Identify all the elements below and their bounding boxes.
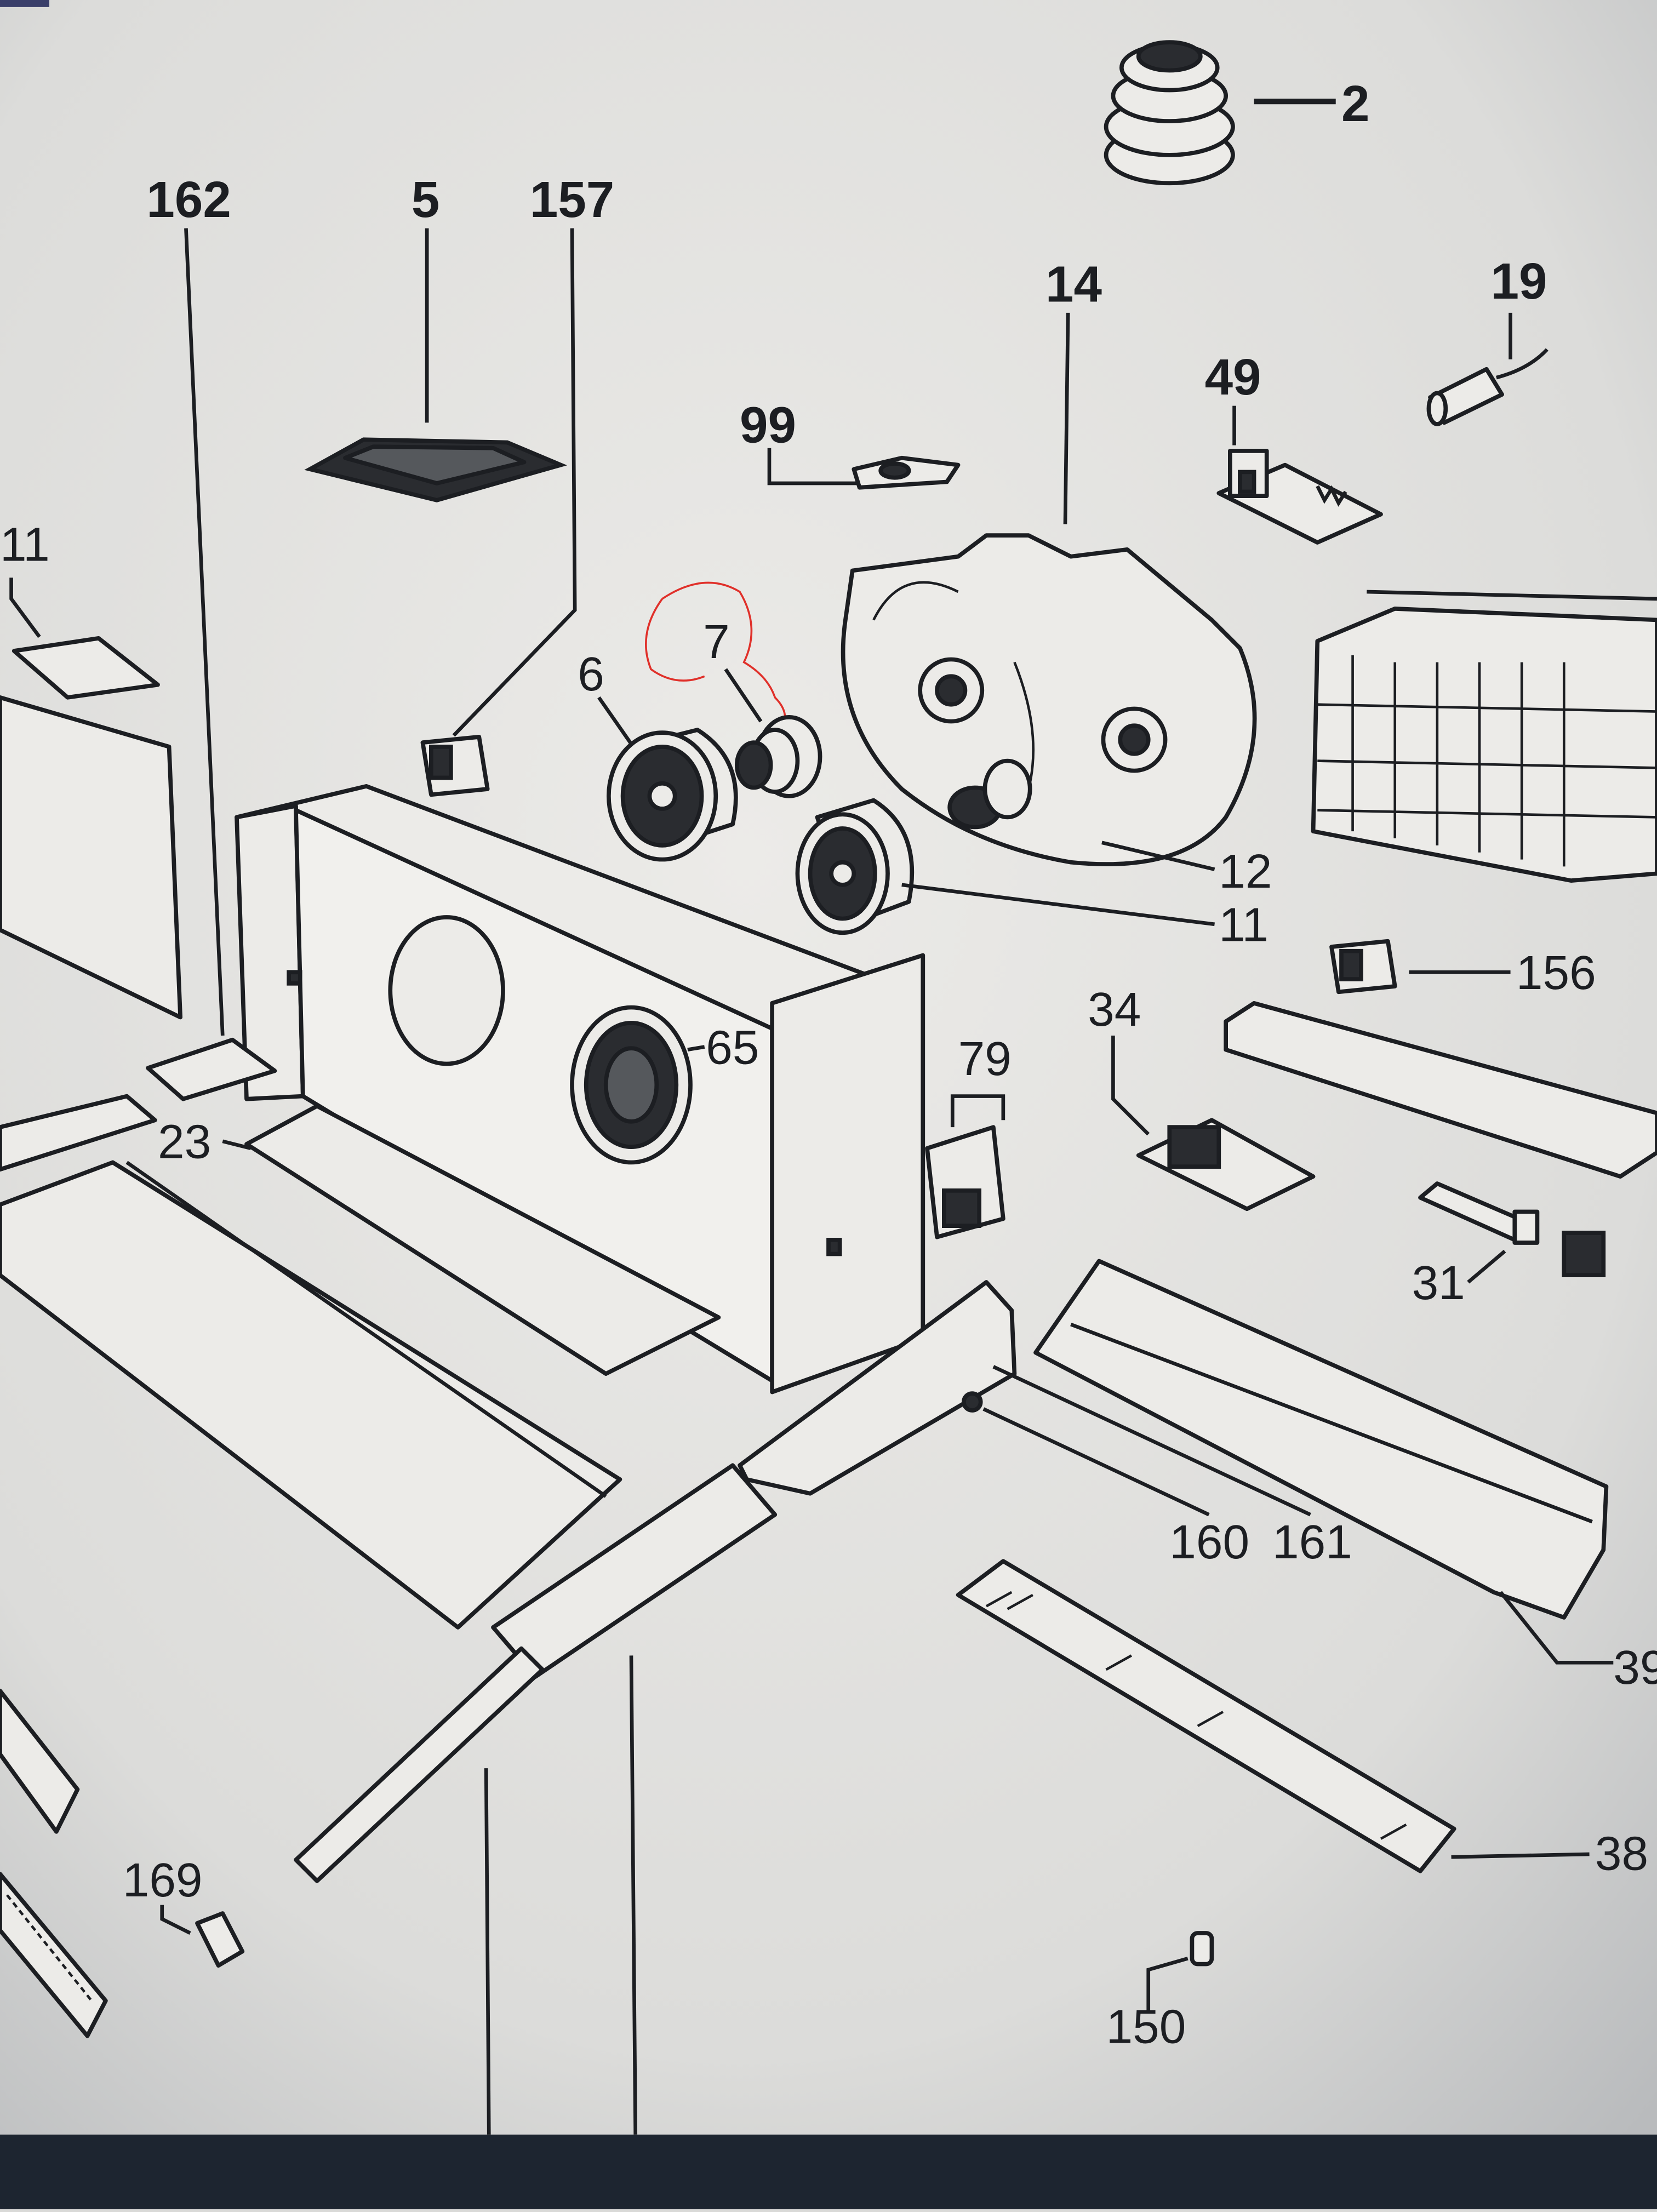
- label-160: 160: [1169, 1515, 1249, 1569]
- part-23-bottom-plate: [146, 1037, 721, 1376]
- part-11-left-plate: [0, 636, 182, 1020]
- part-7-motor-coupling: [735, 715, 822, 798]
- main-frame-panel: [235, 784, 925, 1394]
- part-6-blower-wheel: [607, 728, 738, 862]
- label-38: 38: [1595, 1826, 1648, 1880]
- label-34: 34: [1088, 982, 1141, 1036]
- label-12: 12: [1219, 844, 1272, 898]
- label-31: 31: [1412, 1256, 1465, 1310]
- part-34-lamp-holder: [1136, 1118, 1316, 1211]
- part-rail-right-upper: [1224, 1001, 1657, 1179]
- label-65: 65: [706, 1020, 759, 1074]
- label-6: 6: [578, 647, 604, 701]
- label-2: 2: [1341, 75, 1369, 132]
- part-99-switch: [852, 455, 961, 490]
- label-14: 14: [1045, 255, 1102, 312]
- label-156: 156: [1516, 946, 1596, 999]
- label-5: 5: [412, 171, 439, 228]
- label-49: 49: [1205, 348, 1261, 405]
- label-79: 79: [958, 1032, 1012, 1085]
- part-156-clip: [1329, 939, 1397, 994]
- part-157-clip: [420, 735, 490, 797]
- part-49-circuit-board: [1216, 449, 1383, 545]
- part-grease-filter-right: [1311, 590, 1657, 883]
- part-14-motor-housing: [841, 533, 1257, 866]
- label-11-left: 11: [0, 517, 50, 571]
- top-edge-mark: [0, 0, 49, 7]
- part-19-capacitor: [1426, 348, 1549, 426]
- label-161: 161: [1272, 1515, 1352, 1569]
- part-38-glass-visor: [956, 1559, 1456, 1873]
- label-23: 23: [158, 1115, 211, 1169]
- part-2-duct-collar: [1104, 40, 1235, 186]
- part-left-rails: [0, 1094, 1017, 2135]
- part-150-plug: [1190, 1931, 1214, 1967]
- label-99: 99: [740, 396, 796, 453]
- label-11: 11: [1219, 898, 1269, 952]
- label-19: 19: [1491, 253, 1547, 310]
- label-157: 157: [530, 171, 614, 228]
- part-39-rail: [962, 1259, 1609, 1620]
- part-31-lamp: [1418, 1181, 1606, 1278]
- label-7: 7: [703, 615, 730, 668]
- part-79-switch-bracket: [925, 1125, 1005, 1239]
- label-169: 169: [123, 1853, 203, 1907]
- monitor-bezel: [0, 2134, 1657, 2209]
- label-150: 150: [1106, 2000, 1186, 2054]
- part-11-blower-wheel: [795, 798, 915, 935]
- label-39: 39: [1613, 1641, 1657, 1694]
- part-169-bracket: [195, 1911, 245, 1968]
- red-annotation-circle: [645, 581, 786, 726]
- label-162: 162: [146, 171, 231, 228]
- part-5-filter-grill: [304, 437, 568, 502]
- part-65-fan-guard: [570, 1005, 693, 1165]
